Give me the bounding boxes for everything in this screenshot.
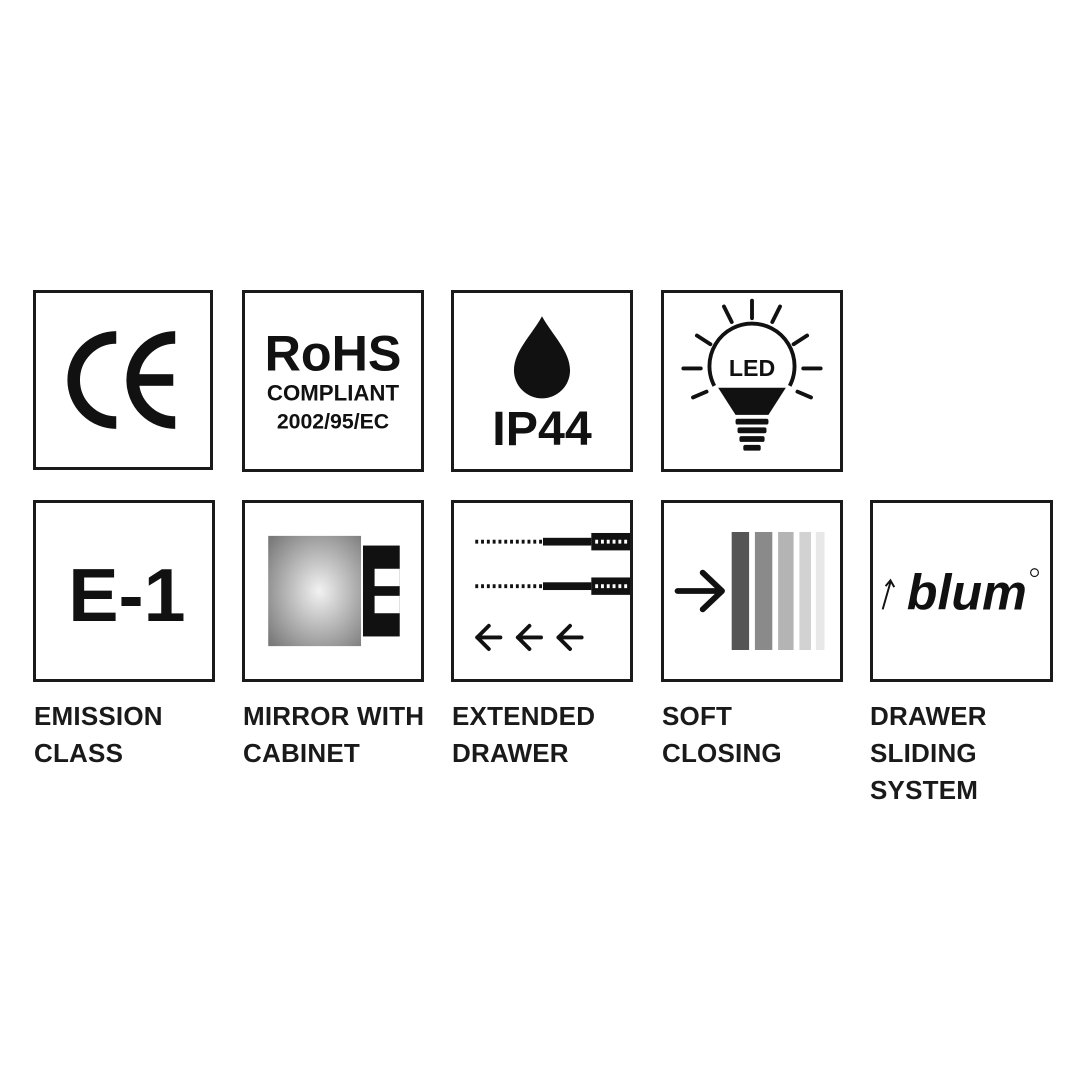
e1-icon: E-1 — [68, 553, 185, 637]
caption-line: SYSTEM — [870, 775, 979, 805]
led-bulb-icon: LED — [681, 298, 823, 451]
blum-caption: DRAWER SLIDING SYSTEM — [870, 698, 987, 809]
soft-caption: SOFT CLOSING — [662, 698, 782, 772]
e1-label: E-1 — [68, 553, 185, 637]
rohs-compliant: COMPLIANT — [267, 380, 400, 405]
soft-closing-tile — [661, 500, 843, 682]
rohs-title: RoHS — [265, 324, 402, 381]
caption-line: EXTENDED — [452, 701, 596, 731]
blum-tile: blum — [870, 500, 1053, 682]
drawer-caption: EXTENDED DRAWER — [452, 698, 595, 772]
caption-line: EMISSION — [34, 701, 163, 731]
water-drop-icon: IP44 — [492, 316, 592, 456]
caption-line: SLIDING — [870, 738, 977, 768]
caption-line: CLASS — [34, 738, 124, 768]
rohs-directive: 2002/95/EC — [277, 409, 389, 433]
extended-drawer-icon — [475, 532, 630, 651]
caption-line: SOFT — [662, 701, 733, 731]
rohs-tile: RoHS COMPLIANT 2002/95/EC — [242, 290, 424, 472]
soft-closing-icon — [674, 532, 825, 650]
blum-logo-icon: blum — [881, 563, 1039, 620]
caption-line: MIRROR WITH — [243, 701, 425, 731]
caption-line: CABINET — [243, 738, 360, 768]
caption-line: DRAWER — [452, 738, 569, 768]
mirror-caption: MIRROR WITH CABINET — [243, 698, 424, 772]
caption-line: CLOSING — [662, 738, 782, 768]
ce-tile — [33, 290, 213, 470]
emission-caption: EMISSION CLASS — [34, 698, 163, 772]
ip44-label: IP44 — [492, 402, 592, 456]
rohs-icon: RoHS COMPLIANT 2002/95/EC — [265, 324, 402, 433]
mirror-cabinet-icon — [268, 535, 400, 647]
led-tile: LED — [661, 290, 843, 472]
led-label: LED — [729, 355, 775, 381]
ce-mark-icon — [67, 331, 176, 429]
blum-wordmark: blum — [907, 563, 1027, 620]
ip44-tile: IP44 — [451, 290, 633, 472]
mirror-tile — [242, 500, 424, 682]
emission-tile: E-1 — [33, 500, 215, 682]
caption-line: DRAWER — [870, 701, 987, 731]
drawer-tile — [451, 500, 633, 682]
